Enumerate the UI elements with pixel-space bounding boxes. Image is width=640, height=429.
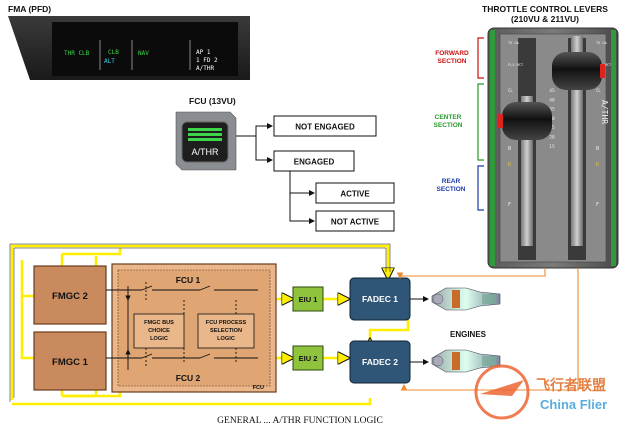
fma-screen bbox=[52, 22, 238, 76]
center-section-label: CENTER bbox=[435, 114, 462, 121]
fma-fd: 1 FD 2 bbox=[196, 57, 218, 64]
throttle-levers: THROTTLE CONTROL LEVERS (210VU & 211VU) … bbox=[434, 4, 619, 269]
lever-signal-lines bbox=[396, 268, 579, 391]
athr-pushbutton[interactable] bbox=[181, 121, 229, 163]
levers-subtitle: (210VU & 211VU) bbox=[511, 14, 579, 24]
fma-panel: FMA (PFD) THR CLB CLB ALT NAV AP 1 1 FD … bbox=[8, 4, 250, 80]
fcu2-label: FCU 2 bbox=[176, 373, 201, 383]
athr-disconnect-button-2[interactable] bbox=[600, 64, 605, 78]
fadec-1: FADEC 1 bbox=[349, 277, 411, 321]
levers-title: THROTTLE CONTROL LEVERS bbox=[482, 4, 608, 14]
athr-logic-tree: NOT ENGAGED ENGAGED ACTIVE NOT ACTIVE bbox=[236, 115, 395, 232]
scale-tick-label: 40 bbox=[549, 97, 555, 103]
engaged-label: ENGAGED bbox=[294, 158, 335, 167]
eiu1-label: EIU 1 bbox=[299, 295, 318, 304]
bus-line-3: LOGIC bbox=[150, 336, 168, 342]
proc-line-1: FCU PROCESS bbox=[206, 320, 247, 326]
bus-line-1: FMGC BUS bbox=[144, 320, 174, 326]
fma-clb: CLB bbox=[108, 49, 119, 56]
watermark: 飞行者联盟 China Flier bbox=[474, 364, 607, 420]
engines-group: ENGINES bbox=[431, 287, 501, 373]
watermark-en: China Flier bbox=[540, 397, 607, 412]
fcu1-label: FCU 1 bbox=[176, 275, 201, 285]
throttle-knob-2[interactable] bbox=[552, 52, 602, 90]
scale-tick-label: 20 bbox=[549, 135, 555, 141]
not-active-box bbox=[315, 210, 395, 232]
fcu-13vu-panel: FCU (13VU) A/THR bbox=[175, 96, 237, 171]
rear-bracket bbox=[477, 165, 484, 211]
fma-title: FMA (PFD) bbox=[8, 4, 51, 14]
detent-flx-left: FLX MCT bbox=[508, 63, 524, 67]
athr-disconnect-button-1[interactable] bbox=[498, 114, 503, 128]
watermark-cn: 飞行者联盟 bbox=[536, 377, 606, 393]
fcu-unit: FCU 1 FCU 2 FCU FMGC BUS CHOICE LOGIC FC… bbox=[106, 263, 277, 393]
fcu-internal-wiring bbox=[106, 282, 258, 370]
detent-r-left: R bbox=[508, 162, 512, 168]
athr-vertical-label: A/THR bbox=[600, 100, 609, 124]
fmgc1-label: FMGC 1 bbox=[52, 357, 89, 368]
not-active-label: NOT ACTIVE bbox=[331, 218, 380, 227]
yellow-bus-outline bbox=[9, 243, 391, 402]
fmgc2-label: FMGC 2 bbox=[52, 291, 88, 302]
detent-f-left: F bbox=[508, 202, 511, 208]
figure-caption: GENERAL ... A/THR FUNCTION LOGIC bbox=[217, 416, 383, 426]
rear-section-label-2: SECTION bbox=[437, 186, 466, 193]
forward-bracket bbox=[477, 37, 484, 79]
detent-toga-right: TO GA bbox=[596, 41, 608, 45]
detent-f-right: F bbox=[596, 202, 599, 208]
not-engaged-label: NOT ENGAGED bbox=[295, 123, 355, 132]
active-box bbox=[315, 182, 395, 204]
fma-ap1: AP 1 bbox=[196, 49, 211, 56]
fadec2-label: FADEC 2 bbox=[362, 357, 398, 367]
plane-icon bbox=[480, 380, 524, 396]
fcu-process-selection-box bbox=[197, 313, 255, 349]
detent-zero-left: 0 bbox=[508, 146, 511, 152]
athr-light-bar bbox=[188, 128, 222, 131]
detent-r-right: R bbox=[596, 162, 600, 168]
engines-label: ENGINES bbox=[450, 330, 487, 339]
fmgc-1: FMGC 1 bbox=[33, 331, 107, 391]
scale-tick-label: 30 bbox=[549, 116, 555, 122]
fadec-2: FADEC 2 bbox=[349, 340, 411, 384]
detent-toga-left: TO GA bbox=[508, 41, 520, 45]
not-engaged-box bbox=[273, 115, 377, 137]
eiu-1: EIU 1 bbox=[292, 286, 324, 312]
bus-line-2: CHOICE bbox=[148, 328, 170, 334]
athr-button-label: A/THR bbox=[192, 147, 220, 157]
fmgc-2: FMGC 2 bbox=[33, 265, 107, 325]
center-section-label-2: SECTION bbox=[434, 122, 463, 129]
fma-thr-clb: THR CLB bbox=[64, 50, 90, 57]
scale-tick-label: 25 bbox=[549, 125, 555, 131]
fma-alt: ALT bbox=[104, 58, 115, 65]
engine-1-icon bbox=[431, 287, 501, 311]
detent-cl-right: CL bbox=[596, 88, 601, 93]
fcu-corner-label: FCU bbox=[253, 385, 264, 391]
forward-section-label: FORWARD bbox=[435, 50, 469, 57]
fmgc-bus-choice-box bbox=[133, 313, 185, 349]
eiu2-label: EIU 2 bbox=[299, 354, 318, 363]
scale-tick-label: 15 bbox=[549, 144, 555, 150]
proc-line-3: LOGIC bbox=[217, 336, 235, 342]
fcu-panel-title: FCU (13VU) bbox=[189, 96, 236, 106]
center-bracket bbox=[477, 83, 484, 161]
rear-section-label: REAR bbox=[442, 178, 461, 185]
detent-zero-right: 0 bbox=[596, 146, 599, 152]
detent-cl-left: CL bbox=[508, 88, 513, 93]
active-label: ACTIVE bbox=[340, 190, 370, 199]
yellow-bus-lines bbox=[10, 244, 410, 406]
scale-tick-label: 45 bbox=[549, 88, 555, 94]
thrust-scale: 45 40 35 30 25 20 15 bbox=[549, 88, 555, 150]
throttle-knob-1[interactable] bbox=[502, 102, 552, 140]
proc-line-2: SELECTION bbox=[210, 328, 242, 334]
eiu-2: EIU 2 bbox=[292, 345, 324, 371]
engaged-box bbox=[273, 150, 355, 172]
scale-tick-label: 35 bbox=[549, 107, 555, 113]
fma-athr: A/THR bbox=[196, 65, 214, 72]
fadec1-label: FADEC 1 bbox=[362, 294, 398, 304]
fma-nav: NAV bbox=[138, 50, 149, 57]
forward-section-label-2: SECTION bbox=[438, 58, 467, 65]
